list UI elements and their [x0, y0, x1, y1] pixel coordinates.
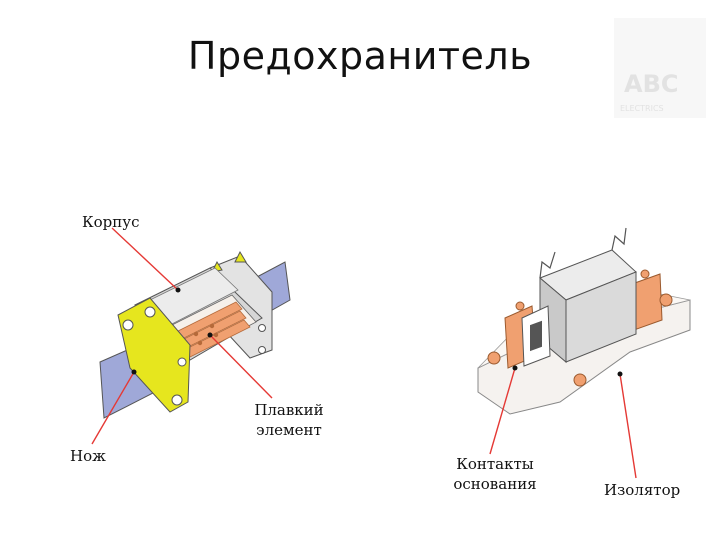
fuse-link-illustration: [99, 250, 291, 419]
leader-fuse-element: [209, 334, 273, 399]
label-insulator: Изолятор: [604, 481, 681, 499]
watermark-logo: ABC ELECTRICS: [614, 18, 706, 118]
label-fuse-element: Плавкий элемент: [236, 400, 342, 440]
fuse-base-illustration: [477, 227, 691, 415]
leader-housing: [111, 227, 179, 291]
watermark-tagline: ELECTRICS: [620, 104, 664, 113]
leader-blade: [91, 371, 135, 445]
label-fuse-element-line2: элемент: [256, 421, 322, 439]
label-fuse-element-line1: Плавкий: [254, 401, 324, 419]
fuse-front-plate: [117, 297, 191, 413]
slide-title: Предохранитель: [187, 34, 533, 78]
label-blade: Нож: [70, 447, 106, 465]
label-housing: Корпус: [82, 213, 140, 231]
leader-insulator: [619, 373, 637, 479]
label-base-contacts: Контакты основания: [440, 454, 550, 494]
leader-lines: [91, 227, 637, 479]
label-base-contacts-line2: основания: [453, 475, 537, 493]
watermark-brand: ABC: [624, 70, 679, 98]
label-base-contacts-line1: Контакты: [456, 455, 534, 473]
leader-base-contacts: [489, 367, 516, 455]
